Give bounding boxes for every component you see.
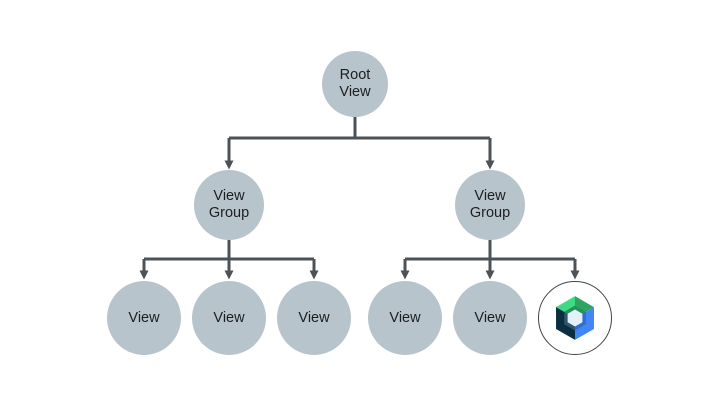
node-view-group-left-label: View Group (208, 188, 250, 221)
node-view-group-right-label: View Group (469, 188, 511, 221)
node-root-view: Root View (322, 51, 388, 117)
node-view-5-label: View (474, 309, 506, 326)
node-view-3-label: View (298, 309, 330, 326)
node-view-2-label: View (213, 309, 245, 326)
node-view-2: View (192, 281, 266, 355)
node-view-1-label: View (128, 309, 160, 326)
node-view-4: View (368, 281, 442, 355)
node-view-3: View (277, 281, 351, 355)
jetpack-compose-icon (556, 296, 594, 340)
node-view-1: View (107, 281, 181, 355)
node-compose (538, 281, 612, 355)
node-view-4-label: View (389, 309, 421, 326)
node-view-5: View (453, 281, 527, 355)
node-view-group-left: View Group (194, 170, 264, 240)
node-view-group-right: View Group (455, 170, 525, 240)
node-root-view-label: Root View (339, 67, 371, 100)
